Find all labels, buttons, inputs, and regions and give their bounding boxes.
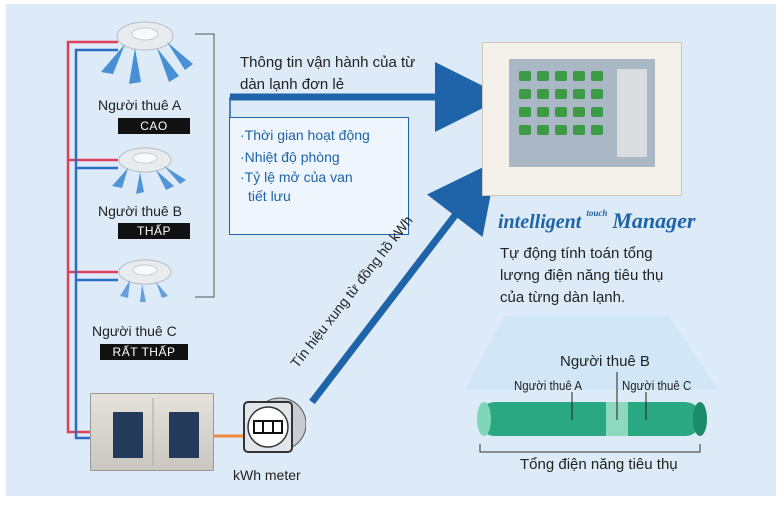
- info-box: ·Thời gian hoạt động ·Nhiệt độ phòng ·Tỷ…: [229, 117, 409, 235]
- info-item-1: ·Thời gian hoạt động: [240, 127, 370, 143]
- tenant-a-level: CAO: [118, 118, 190, 134]
- description: Tự động tính toán tổng lượng điện năng t…: [500, 245, 664, 306]
- consumption-tenant-c: Người thuê C: [622, 378, 692, 393]
- indoor-unit-b: [100, 142, 190, 202]
- flow-label-line1: Thông tin vận hành của từ: [240, 54, 416, 71]
- info-item-4: tiết lưu: [248, 188, 291, 204]
- consumption-tenant-b: Người thuê B: [560, 353, 650, 370]
- total-bracket: [479, 444, 701, 453]
- tenant-b-level: THẤP: [118, 223, 190, 239]
- consumption-bar: [477, 402, 707, 436]
- bracket-line: [195, 33, 215, 298]
- tenant-b-name: Người thuê B: [98, 203, 182, 219]
- tenant-a-name: Người thuê A: [98, 97, 182, 113]
- monitor-screen: [509, 59, 655, 167]
- intelligent-touch-manager-logo: intelligent touch Manager: [498, 208, 696, 233]
- signal-arrow: [309, 160, 498, 405]
- outdoor-unit: [90, 393, 214, 471]
- info-item-3: ·Tỷ lệ mở của van: [240, 169, 353, 185]
- indoor-unit-c: [100, 254, 190, 316]
- touch-manager-monitor: [482, 42, 682, 196]
- projection-beam: [465, 315, 718, 390]
- kwh-meter-icon: [240, 394, 307, 464]
- flow-label-line2: dàn lạnh đơn lẻ: [240, 76, 345, 93]
- indoor-unit-a: [95, 12, 195, 92]
- total-consumption-label: Tổng điện năng tiêu thụ: [520, 456, 678, 473]
- meter-label: kWh meter: [233, 467, 301, 483]
- tenant-c-name: Người thuê C: [92, 323, 177, 339]
- pipe-blue: [74, 48, 118, 440]
- tenant-c-level: RẤT THẤP: [100, 344, 188, 360]
- consumption-tenant-a: Người thuê A: [514, 378, 582, 393]
- flow-label: Thông tin vận hành của từ dàn lạnh đơn l…: [240, 52, 415, 96]
- info-item-2: ·Nhiệt độ phòng: [240, 149, 340, 165]
